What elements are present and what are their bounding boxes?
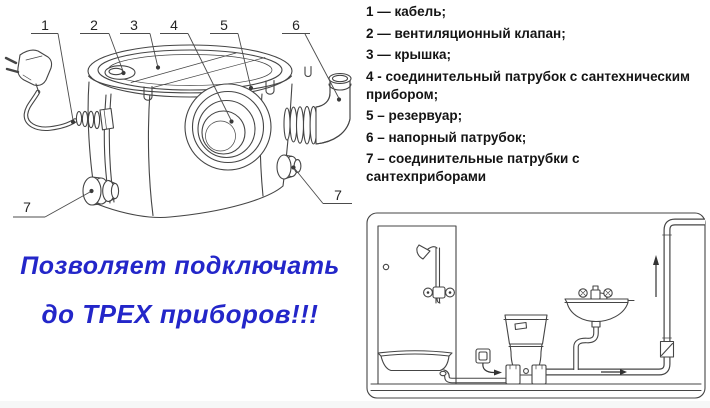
callouts: 1 2 3 4 5 6 7 7 — [13, 17, 352, 218]
pump-lid-icon — [87, 44, 312, 101]
check-valve-icon — [659, 340, 675, 358]
inlet-port-icon — [184, 83, 272, 171]
flow-arrow-up — [653, 255, 659, 297]
pipe-sink-drain — [573, 322, 599, 370]
callout-2: 2 — [90, 17, 98, 33]
callout-7-left: 7 — [23, 199, 31, 215]
legend-item: 7 – соединительные патрубки с сантехприб… — [366, 151, 580, 184]
pump-diagram: 1 2 3 4 5 6 7 7 — [4, 17, 352, 218]
bottom-tint — [0, 401, 710, 408]
power-cable-icon — [4, 49, 115, 132]
legend-item: 4 - соединительный патрубок с сантехниче… — [366, 68, 690, 102]
plug-icon — [4, 49, 53, 94]
legend-item: 3 — крышка; — [366, 47, 452, 62]
legend-item: 1 — кабель; — [366, 4, 446, 19]
legend: 1 — кабель; 2 — вентиляционный клапан; 3… — [366, 3, 702, 190]
slogan-line-2: до ТРЕХ приборов!!! — [41, 299, 319, 329]
pipe-discharge — [546, 218, 705, 376]
room-outline — [366, 212, 706, 399]
faucet-icon — [578, 285, 613, 300]
discharge-pipe-icon — [283, 72, 352, 145]
floor-lines — [370, 383, 702, 392]
callout-7-right: 7 — [334, 187, 342, 203]
installation-schematic — [366, 212, 706, 399]
power-socket-icon — [475, 348, 502, 376]
side-connector-right-icon — [276, 154, 302, 180]
callout-4: 4 — [170, 17, 178, 33]
shower-icon — [377, 225, 457, 385]
callout-3: 3 — [130, 17, 138, 33]
legend-item: 5 – резервуар; — [366, 108, 463, 123]
slogan-line-1: Позволяет подключать — [20, 252, 340, 280]
callout-6: 6 — [292, 17, 300, 33]
callout-1: 1 — [41, 17, 49, 33]
callout-5: 5 — [220, 17, 228, 33]
flow-arrow-right — [601, 369, 627, 375]
washbasin-icon — [564, 285, 635, 328]
side-connector-left-icon — [82, 176, 120, 206]
macerator-pump-icon — [505, 364, 547, 385]
bathtub-icon — [377, 350, 453, 377]
legend-item: 2 — вентиляционный клапан; — [366, 25, 566, 41]
vent-valve-icon — [104, 65, 136, 80]
legend-item: 6 – напорный патрубок; — [366, 129, 527, 145]
